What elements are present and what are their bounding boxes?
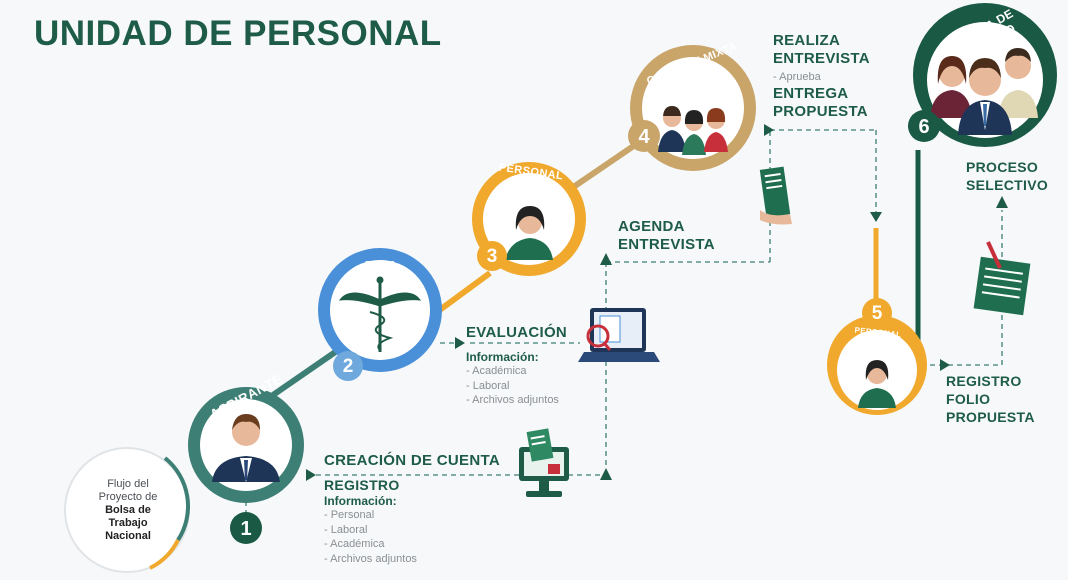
badge-number-6: 6 xyxy=(918,116,930,138)
document-hand-icon xyxy=(759,166,792,225)
step-proceso-selectivo: PROCESO SELECTIVO xyxy=(966,158,1048,194)
badge-number-2: 2 xyxy=(342,356,354,377)
step-creacion-cuenta: CREACIÓN DE CUENTA REGISTRO Información:… xyxy=(324,452,500,566)
badge-number-1: 1 xyxy=(240,518,252,540)
flow-arrows xyxy=(306,124,1008,481)
creacion-title: CREACIÓN DE CUENTA xyxy=(324,452,500,469)
creacion-item: - Archivos adjuntos xyxy=(324,552,417,565)
intro-line-5: Nacional xyxy=(105,530,151,542)
evaluacion-item: - Laboral xyxy=(466,379,510,392)
intro-line-1: Flujo del xyxy=(107,478,149,490)
laptop-evaluation-icon xyxy=(578,308,660,362)
registro-line-3: PROPUESTA xyxy=(946,409,1035,425)
badge-6 xyxy=(908,110,940,142)
node-aspirante xyxy=(188,387,304,503)
intro-line-3: Bolsa de xyxy=(105,504,151,516)
caduceus-icon xyxy=(338,276,422,352)
intro-line-2: Proyecto de xyxy=(98,491,158,503)
node-fuerza-trabajo xyxy=(913,3,1057,147)
badge-number-3: 3 xyxy=(486,246,498,267)
realiza-line-1: REALIZA xyxy=(773,32,841,49)
proceso-line-2: SELECTIVO xyxy=(966,177,1049,193)
evaluacion-title: EVALUACIÓN xyxy=(466,324,568,341)
node-comision-mixta xyxy=(630,45,756,171)
evaluacion-info-label: Información: xyxy=(466,350,539,364)
creacion-item: - Académica xyxy=(324,538,385,550)
creacion-item: - Laboral xyxy=(324,523,368,536)
badge-4 xyxy=(628,120,660,152)
step-registro-folio: REGISTRO FOLIO PROPUESTA xyxy=(946,372,1035,426)
evaluacion-item: - Académica xyxy=(466,365,527,377)
badge-2 xyxy=(333,351,363,381)
badge-3 xyxy=(477,241,507,271)
node-label-dpm: DPM xyxy=(364,258,396,273)
evaluacion-item: - Archivos adjuntos xyxy=(466,394,559,406)
badge-5 xyxy=(862,298,892,328)
step-agenda-entrevista: AGENDA ENTREVISTA xyxy=(618,218,715,254)
creacion-info-label: Información: xyxy=(324,494,397,508)
creacion-item: - Personal xyxy=(324,509,375,521)
realiza-line-2: ENTREVISTA xyxy=(773,50,870,67)
step-realiza-entrevista: REALIZA ENTREVISTA - Aprueba ENTREGA PRO… xyxy=(773,32,870,121)
creacion-subtitle: REGISTRO xyxy=(324,477,400,493)
agenda-line-2: ENTREVISTA xyxy=(618,236,715,253)
intro-text: Flujo del Proyecto de Bolsa de Trabajo N… xyxy=(80,478,176,543)
node-dpm xyxy=(318,248,442,372)
intro-circle xyxy=(64,447,190,573)
realiza-line-4: PROPUESTA xyxy=(773,102,868,120)
badge-number-4: 4 xyxy=(638,126,650,148)
proceso-line-1: PROCESO xyxy=(966,159,1039,175)
agenda-line-1: AGENDA xyxy=(618,218,685,235)
computer-account-icon xyxy=(519,428,569,497)
badge-number-5: 5 xyxy=(871,303,883,324)
realiza-note: - Aprueba xyxy=(773,71,821,83)
registro-line-1: REGISTRO xyxy=(946,373,1022,389)
node-personal-5 xyxy=(827,315,927,415)
realiza-line-3: ENTREGA xyxy=(773,84,849,102)
page-title: UNIDAD DE PERSONAL xyxy=(34,14,442,53)
registro-line-2: FOLIO xyxy=(946,391,991,407)
badge-1 xyxy=(230,512,262,544)
intro-line-4: Trabajo xyxy=(108,517,148,529)
folder-pen-icon xyxy=(973,241,1031,316)
step-evaluacion: EVALUACIÓN Información: - Académica - La… xyxy=(466,324,567,408)
